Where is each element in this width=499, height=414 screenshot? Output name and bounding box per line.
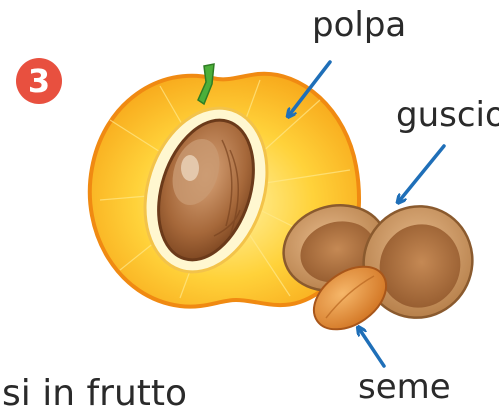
- footer-text: si in frutto: [2, 376, 187, 412]
- arrow-guscio: [400, 146, 444, 200]
- step-number-badge: 3: [16, 58, 62, 104]
- label-guscio: guscio: [396, 98, 499, 132]
- label-seme: seme: [358, 370, 451, 404]
- label-polpa: polpa: [312, 8, 406, 42]
- arrow-seme: [360, 330, 384, 366]
